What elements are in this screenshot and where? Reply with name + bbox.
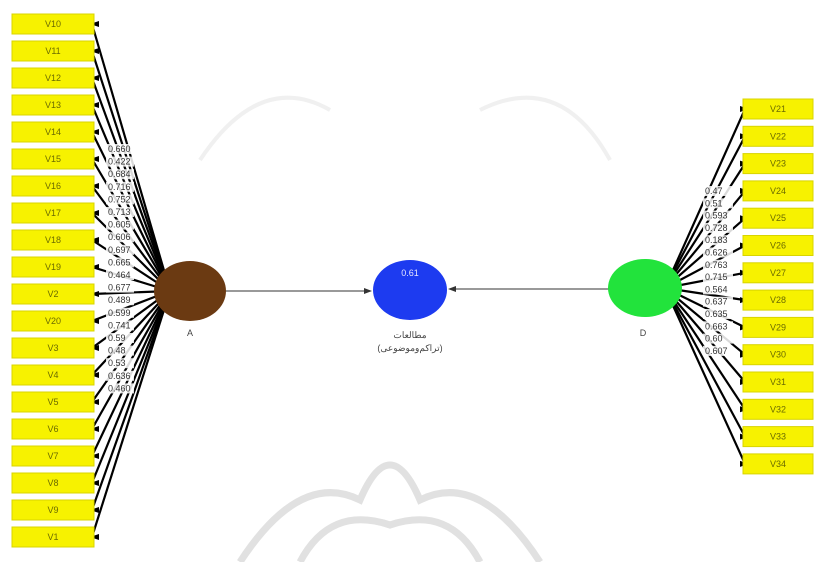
loading-label: 0.697 bbox=[108, 245, 131, 255]
loading-label: 0.713 bbox=[108, 207, 131, 217]
loading-label: 0.564 bbox=[705, 284, 728, 294]
loading-label: 0.47 bbox=[705, 186, 723, 196]
indicator-label: V18 bbox=[45, 235, 61, 245]
loading-label: 0.636 bbox=[108, 371, 131, 381]
loading-label: 0.660 bbox=[108, 144, 131, 154]
indicator-label: V26 bbox=[770, 241, 786, 251]
indicator-label: V33 bbox=[770, 432, 786, 442]
loading-label: 0.665 bbox=[108, 257, 131, 267]
latent-construct-a[interactable] bbox=[154, 261, 226, 321]
indicator-label: V9 bbox=[47, 505, 58, 515]
path-a-arrowhead bbox=[364, 288, 372, 294]
indicator-label: V7 bbox=[47, 451, 58, 461]
latent-construct-d[interactable] bbox=[608, 259, 682, 317]
loading-label: 0.60 bbox=[705, 334, 723, 344]
indicator-label: V12 bbox=[45, 73, 61, 83]
indicator-label: V17 bbox=[45, 208, 61, 218]
indicator-label: V8 bbox=[47, 478, 58, 488]
loading-label: 0.752 bbox=[108, 194, 131, 204]
indicator-label: V24 bbox=[770, 186, 786, 196]
right-indicators: V21V22V23V24V25V26V27V28V29V30V31V32V33V… bbox=[743, 99, 813, 474]
latent-a-label: A bbox=[187, 328, 193, 338]
indicator-label: V23 bbox=[770, 159, 786, 169]
indicator-label: V13 bbox=[45, 100, 61, 110]
loading-label: 0.599 bbox=[108, 308, 131, 318]
indicator-label: V2 bbox=[47, 289, 58, 299]
path-d-arrowhead bbox=[448, 286, 456, 292]
loading-label: 0.637 bbox=[705, 297, 728, 307]
indicator-label: V21 bbox=[770, 104, 786, 114]
loading-label: 0.728 bbox=[705, 223, 728, 233]
loading-label: 0.684 bbox=[108, 169, 131, 179]
loading-label: 0.626 bbox=[705, 248, 728, 258]
indicator-label: V28 bbox=[770, 295, 786, 305]
left-indicators: V10V11V12V13V14V15V16V17V18V19V2V20V3V4V… bbox=[12, 14, 94, 547]
indicator-label: V20 bbox=[45, 316, 61, 326]
loading-label: 0.51 bbox=[705, 198, 723, 208]
indicator-label: V22 bbox=[770, 131, 786, 141]
loading-label: 0.460 bbox=[108, 383, 131, 393]
loading-label: 0.715 bbox=[705, 272, 728, 282]
loading-label: 0.763 bbox=[705, 260, 728, 270]
indicator-label: V4 bbox=[47, 370, 58, 380]
loading-label: 0.183 bbox=[705, 235, 728, 245]
loading-label: 0.464 bbox=[108, 270, 131, 280]
latent-center-caption-1: مطالعات bbox=[393, 330, 426, 340]
indicator-label: V29 bbox=[770, 322, 786, 332]
indicator-label: V6 bbox=[47, 424, 58, 434]
loading-label: 0.489 bbox=[108, 295, 131, 305]
loading-label: 0.48 bbox=[108, 346, 126, 356]
indicator-label: V5 bbox=[47, 397, 58, 407]
loading-label: 0.53 bbox=[108, 358, 126, 368]
indicator-label: V27 bbox=[770, 268, 786, 278]
indicator-label: V1 bbox=[47, 532, 58, 542]
loading-label: 0.677 bbox=[108, 283, 131, 293]
right-loadings: 0.47 0.51 0.593 0.728 0.183 0.626 0.763 0.715 0.… bbox=[703, 186, 733, 356]
loading-label: 0.635 bbox=[705, 309, 728, 319]
loading-label: 0.593 bbox=[705, 211, 728, 221]
indicator-label: V31 bbox=[770, 377, 786, 387]
indicator-label: V16 bbox=[45, 181, 61, 191]
latent-d-label: D bbox=[640, 328, 647, 338]
indicator-label: V25 bbox=[770, 213, 786, 223]
indicator-label: V34 bbox=[770, 459, 786, 469]
loading-label: 0.422 bbox=[108, 157, 131, 167]
latent-center-value: 0.61 bbox=[401, 268, 419, 278]
loading-label: 0.607 bbox=[705, 346, 728, 356]
indicator-label: V32 bbox=[770, 404, 786, 414]
loading-label: 0.59 bbox=[108, 333, 126, 343]
indicator-label: V19 bbox=[45, 262, 61, 272]
indicator-label: V14 bbox=[45, 127, 61, 137]
loading-label: 0.606 bbox=[108, 232, 131, 242]
indicator-label: V15 bbox=[45, 154, 61, 164]
loading-label: 0.663 bbox=[705, 321, 728, 331]
indicator-label: V10 bbox=[45, 19, 61, 29]
indicator-label: V11 bbox=[45, 46, 60, 56]
loading-label: 0.716 bbox=[108, 182, 131, 192]
latent-center-caption-2: (تراکم‌وموضوعی) bbox=[377, 343, 442, 354]
indicator-label: V3 bbox=[47, 343, 58, 353]
loading-label: 0.741 bbox=[108, 320, 131, 330]
loading-label: 0.605 bbox=[108, 220, 131, 230]
indicator-label: V30 bbox=[770, 350, 786, 360]
